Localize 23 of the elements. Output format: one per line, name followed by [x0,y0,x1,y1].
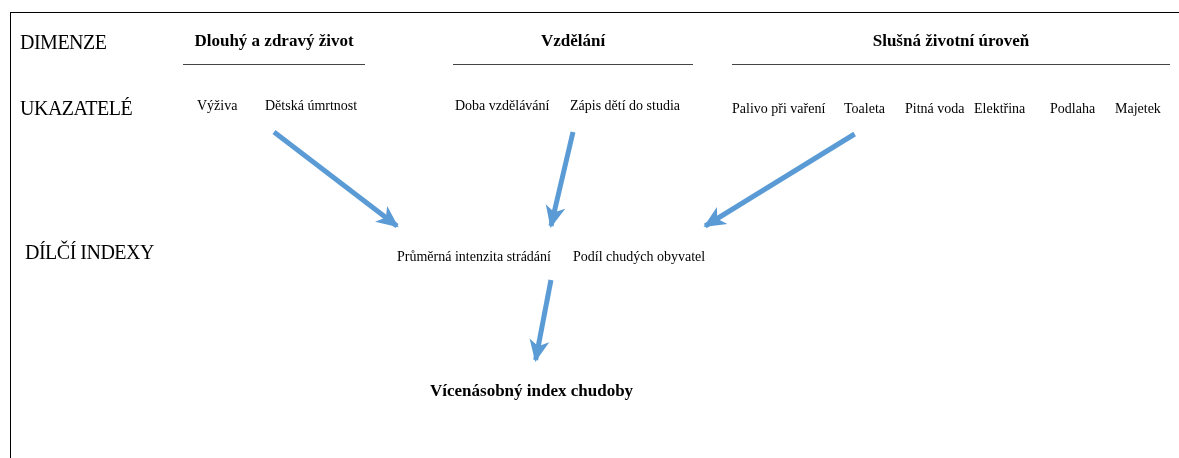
indicator-text: Elektřina [974,100,1026,118]
result-text: Vícenásobný index chudoby [430,382,634,400]
dimension-heading: Slušná životní úroveň [732,30,1170,65]
indicator-text: Výživa [197,97,238,115]
dimension-heading: Dlouhý a zdravý život [183,30,365,65]
sub-index-text: Podíl chudých obyvatel [573,248,706,266]
dimension-heading: Vzdělání [453,30,693,65]
indicator-text: Dětská úmrtnost [265,97,358,115]
row-label: DÍLČÍ INDEXY [25,240,154,264]
arrow [272,130,399,228]
arrow [545,131,576,228]
indicator-text: Majetek [1115,100,1161,118]
sub-index-text: Průměrná intenzita strádání [397,248,551,266]
indicator-text: Palivo při vaření [732,100,826,118]
indicator-text: Zápis dětí do studia [570,97,681,115]
indicator-text: Podlaha [1050,100,1096,118]
indicator-text: Doba vzdělávání [455,97,550,115]
row-label: UKAZATELÉ [20,96,133,120]
indicator-text: Toaleta [844,100,885,118]
arrow [703,131,856,229]
arrow [529,279,554,362]
row-label: DIMENZE [20,30,107,54]
indicator-text: Pitná voda [905,100,965,118]
